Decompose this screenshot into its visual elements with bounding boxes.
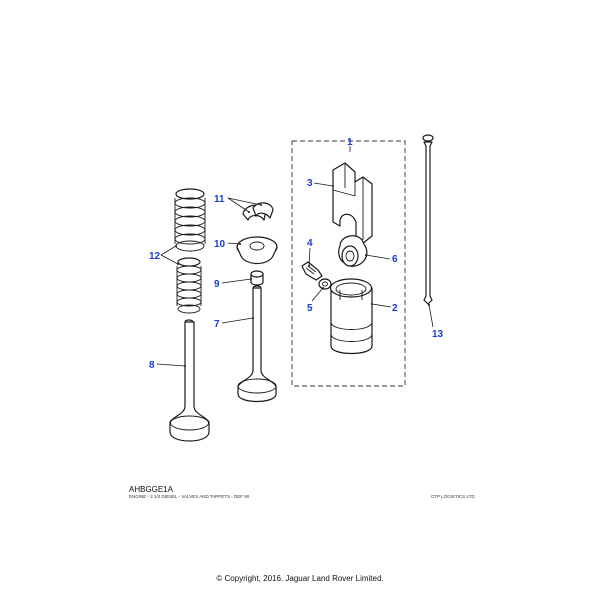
callout-12[interactable]: 12 — [149, 251, 161, 262]
valve-left-part — [169, 319, 210, 442]
tappet-group-box — [291, 140, 406, 387]
outer-spring-part — [174, 188, 206, 252]
tappet-guide-part — [332, 162, 373, 245]
tappet-body-part — [329, 278, 373, 355]
inner-spring-part — [176, 257, 202, 314]
callout-13[interactable]: 13 — [432, 329, 444, 340]
leader-lines — [156, 146, 434, 367]
callout-2[interactable]: 2 — [392, 303, 398, 314]
supplier-label: CTP LOGISTICS LTD — [431, 494, 475, 499]
collets-part — [242, 202, 274, 221]
diagram-caption: ENGINE - 2 1/2 DIESEL - VALVES AND TAPPE… — [129, 494, 250, 499]
washer-part — [318, 278, 332, 290]
callout-5[interactable]: 5 — [307, 303, 313, 314]
roller-pin-part — [301, 261, 323, 281]
callout-7[interactable]: 7 — [214, 319, 220, 330]
callout-4[interactable]: 4 — [307, 238, 313, 249]
spring-cap-part — [236, 236, 278, 265]
copyright-notice: © Copyright, 2016. Jaguar Land Rover Lim… — [216, 574, 384, 583]
callout-10[interactable]: 10 — [214, 239, 226, 250]
stem-seal-part — [250, 270, 264, 286]
callout-1[interactable]: 1 — [347, 137, 353, 148]
callout-3[interactable]: 3 — [307, 178, 313, 189]
diagram-code: AHBGGE1A — [129, 485, 174, 494]
callout-8[interactable]: 8 — [149, 360, 155, 371]
callout-11[interactable]: 11 — [214, 194, 225, 205]
push-rod-part — [422, 134, 434, 305]
callout-9[interactable]: 9 — [214, 279, 220, 290]
roller-part — [338, 235, 368, 267]
callout-6[interactable]: 6 — [392, 254, 398, 265]
valve-right-part — [237, 285, 277, 403]
